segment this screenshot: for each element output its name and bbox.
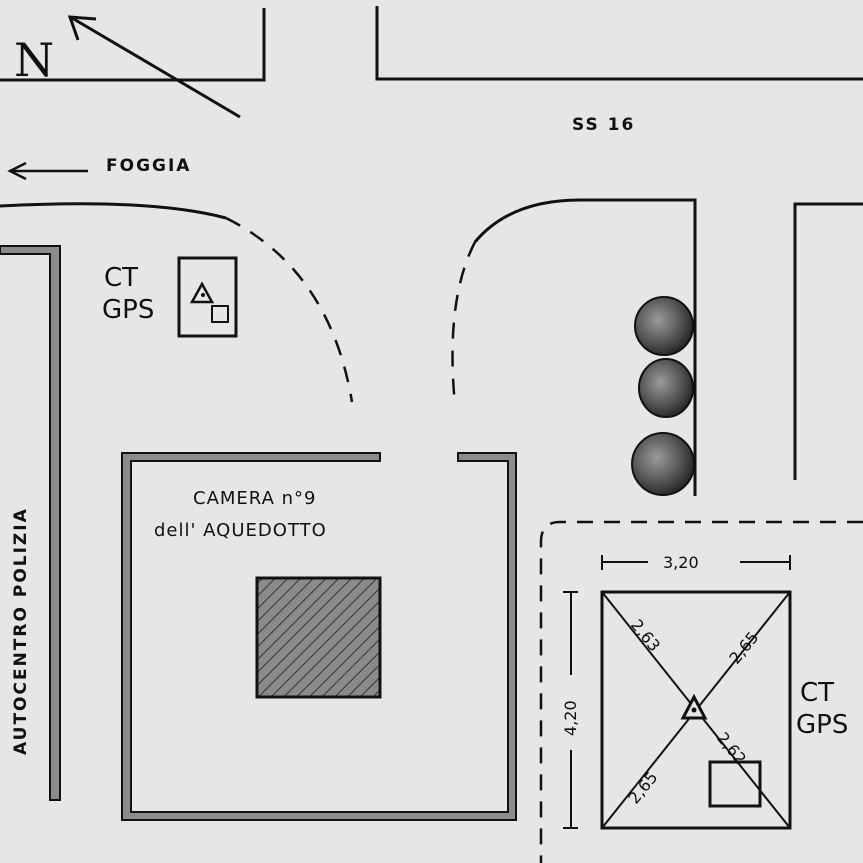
autocentro-building [0,245,61,801]
station-small-line2: GPS [102,295,154,325]
building-label-line1: CAMERA n°9 [193,488,316,509]
road-label: SS 16 [572,115,635,135]
station-plot [600,590,792,830]
bushes [631,296,695,496]
station-small-line1: CT [104,263,138,293]
bush [631,432,695,496]
building-label-line2: dell' AQUEDOTTO [154,520,327,541]
bush [634,296,694,356]
road-edges [0,6,863,496]
foggia-arrow [7,161,88,181]
north-label: N [14,33,54,87]
bush [638,358,694,418]
dim-width: 3,20 [663,553,699,572]
dashed-curb [225,216,477,406]
hatched-structure [255,576,382,699]
gps-station-small [177,256,238,338]
north-arrow: N [14,15,241,119]
side-label: AUTOCENTRO POLIZIA [11,507,31,755]
dim-height: 4,20 [561,700,580,736]
gps-station-detail [539,520,863,863]
station-detail-line1: CT [800,678,834,708]
station-pillar [708,760,762,808]
camera-building [121,452,517,821]
station-detail-line2: GPS [796,710,848,740]
direction-label: FOGGIA [106,156,191,176]
